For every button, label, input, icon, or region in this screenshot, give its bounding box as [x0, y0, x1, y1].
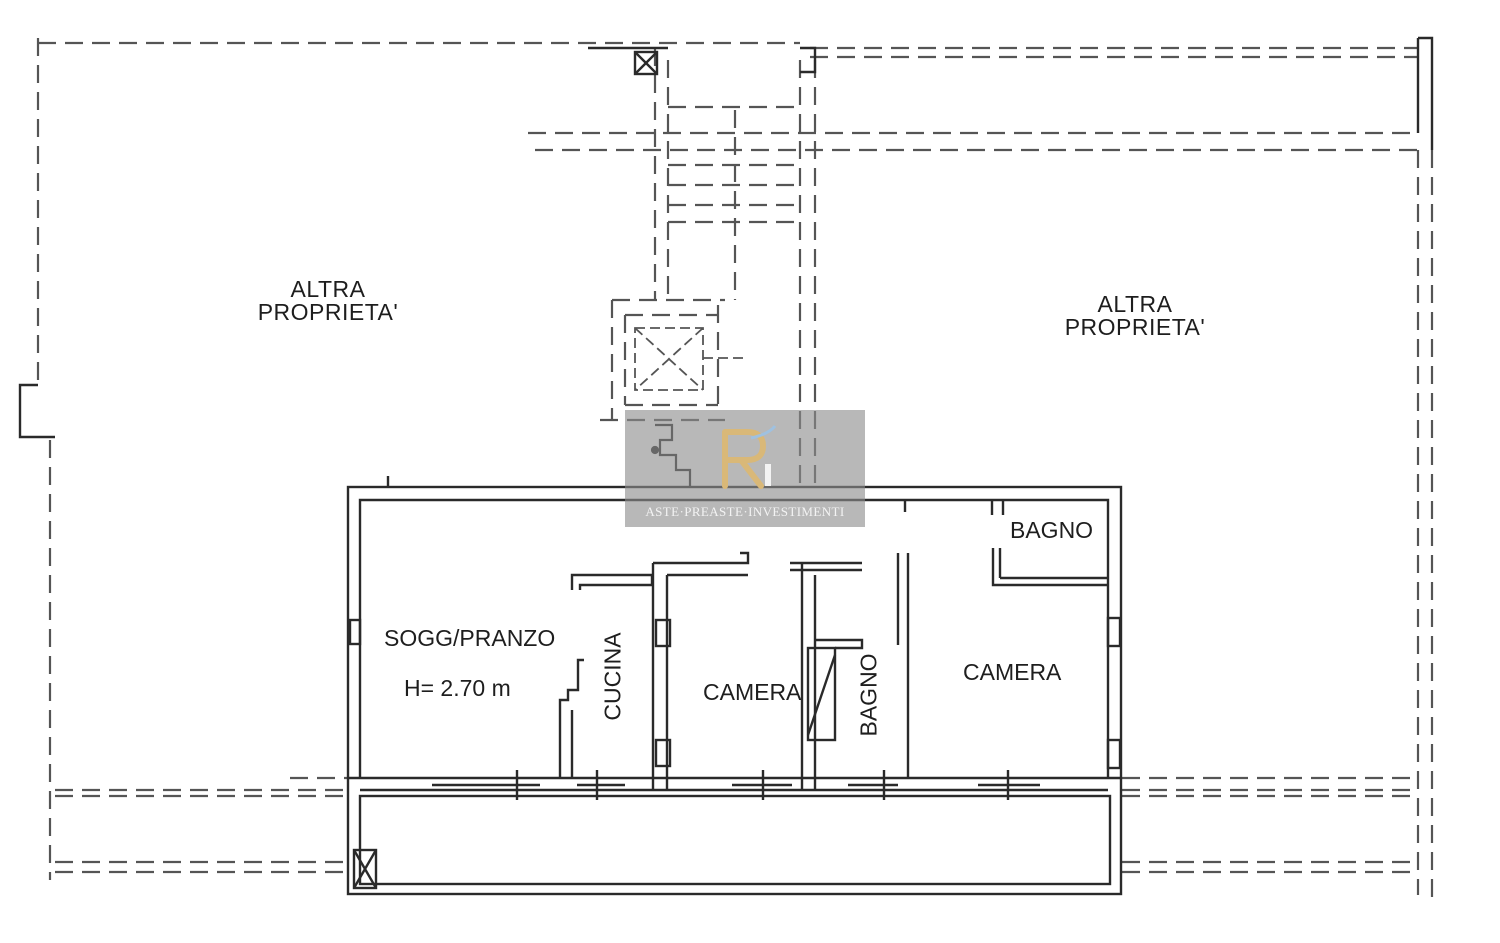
property-boundary-dashed — [36, 38, 1434, 905]
other-property-right-line1: ALTRA — [1097, 291, 1173, 317]
other-property-left-line2: PROPRIETA' — [257, 299, 399, 325]
other-property-left-label: ALTRA PROPRIETA' — [238, 278, 418, 324]
watermark: ASTE·PREASTE·INVESTIMENTI — [625, 410, 865, 527]
agency-logo-icon — [722, 425, 777, 489]
other-property-right-line2: PROPRIETA' — [1064, 314, 1206, 340]
other-property-right-label: ALTRA PROPRIETA' — [1045, 293, 1225, 339]
bathroom-2-label: BAGNO — [1010, 517, 1094, 543]
watermark-text: ASTE·PREASTE·INVESTIMENTI — [645, 504, 845, 519]
bedroom-1-label: CAMERA — [703, 679, 802, 705]
kitchen-label: CUCINA — [599, 632, 626, 721]
lift-shaft — [634, 327, 745, 391]
living-dining-label: SOGG/PRANZO — [384, 625, 556, 651]
bathroom-1-label: BAGNO — [855, 653, 882, 737]
apartment-walls — [346, 476, 1123, 896]
boundary-solid-ticks — [18, 36, 1434, 439]
other-property-left-line1: ALTRA — [290, 276, 366, 302]
bedroom-2-label: CAMERA — [963, 659, 1062, 685]
ceiling-height-label: H= 2.70 m — [404, 675, 511, 701]
